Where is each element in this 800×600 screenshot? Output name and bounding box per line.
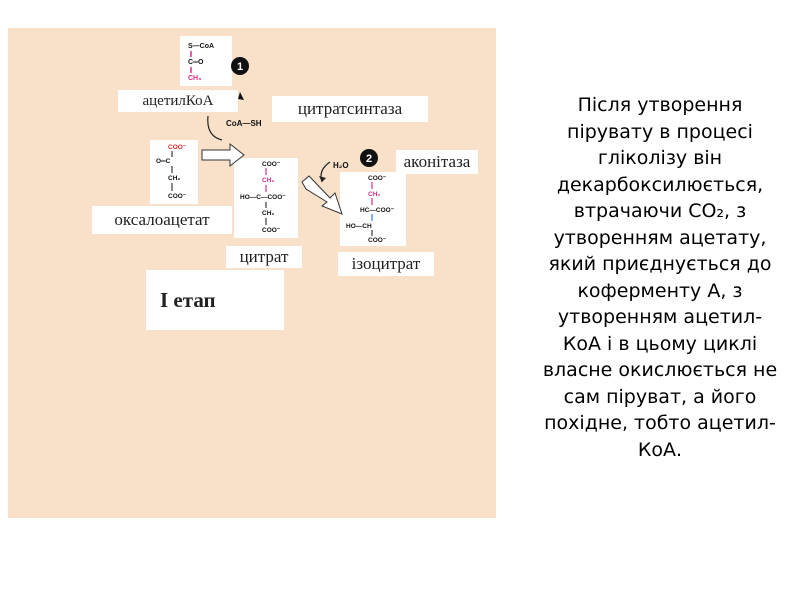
acetyl-coa-structure: S—CoA C═O CH₃ xyxy=(188,43,214,82)
acetyl-coa-formula-line: C═O xyxy=(188,59,204,66)
isocitrate-formula-line: HO—CH xyxy=(346,223,372,230)
stage-label: І етап xyxy=(160,288,216,312)
oxaloacetate-formula-line: COO⁻ xyxy=(168,144,187,151)
citrate-formula-line: COO⁻ xyxy=(262,227,281,234)
isocitrate-formula-line: COO⁻ xyxy=(368,175,387,182)
isocitrate-formula-line: COO⁻ xyxy=(368,237,387,244)
coa-release-arrow xyxy=(207,115,223,141)
citrate-label: цитрат xyxy=(226,246,302,268)
step-1-badge: 1 xyxy=(231,57,249,75)
citrate-formula-line: CH₂ xyxy=(262,210,274,217)
citrate-formula-line: COO⁻ xyxy=(262,161,281,168)
stage-box xyxy=(146,270,284,330)
acetyl-coa-label: ацетилКоА xyxy=(118,90,238,112)
coa-sh-label: CoA—SH xyxy=(226,119,262,128)
pointer-arrow xyxy=(238,92,244,100)
acetyl-coa-formula-line: S—CoA xyxy=(188,43,214,50)
acetyl-coa-structure-box xyxy=(180,36,232,86)
isocitrate-structure: COO⁻ CH₂ HC—COO⁻ HO—CH COO⁻ xyxy=(346,175,395,244)
oxaloacetate-formula-line: COO⁻ xyxy=(168,193,187,200)
reaction-arrow-2 xyxy=(301,175,343,215)
isocitrate-formula-line: CH₂ xyxy=(368,191,380,198)
oxaloacetate-structure: COO⁻ O═C CH₂ COO⁻ xyxy=(156,144,187,200)
isocitrate-label: ізоцитрат xyxy=(338,252,434,276)
oxaloacetate-formula-line: CH₂ xyxy=(168,175,180,182)
explanation-text: Після утворення пірувату в процесі гліко… xyxy=(542,94,778,461)
step-1-number: 1 xyxy=(237,61,243,73)
acetyl-coa-formula-line: CH₃ xyxy=(188,75,201,82)
isocitrate-structure-box xyxy=(340,172,406,246)
isocitrate-formula-line: HC—COO⁻ xyxy=(360,207,395,214)
step-2-badge: 2 xyxy=(360,149,378,167)
citrate-formula-line: CH₂ xyxy=(262,177,274,184)
water-label: H₂O xyxy=(333,161,349,170)
citrate-structure: COO⁻ CH₂ HO—C—COO⁻ CH₂ COO⁻ xyxy=(240,161,286,234)
citrate-formula-line: HO—C—COO⁻ xyxy=(240,194,286,201)
oxaloacetate-formula-line: O═C xyxy=(156,158,171,165)
oxaloacetate-label: оксалоацетат xyxy=(92,206,232,234)
reaction-arrow-1 xyxy=(201,142,245,168)
step-2-number: 2 xyxy=(366,153,372,165)
aconitase-label: аконітаза xyxy=(396,150,478,174)
oxaloacetate-structure-box xyxy=(150,140,198,204)
citrate-synthase-label: цитратсинтаза xyxy=(272,96,428,122)
